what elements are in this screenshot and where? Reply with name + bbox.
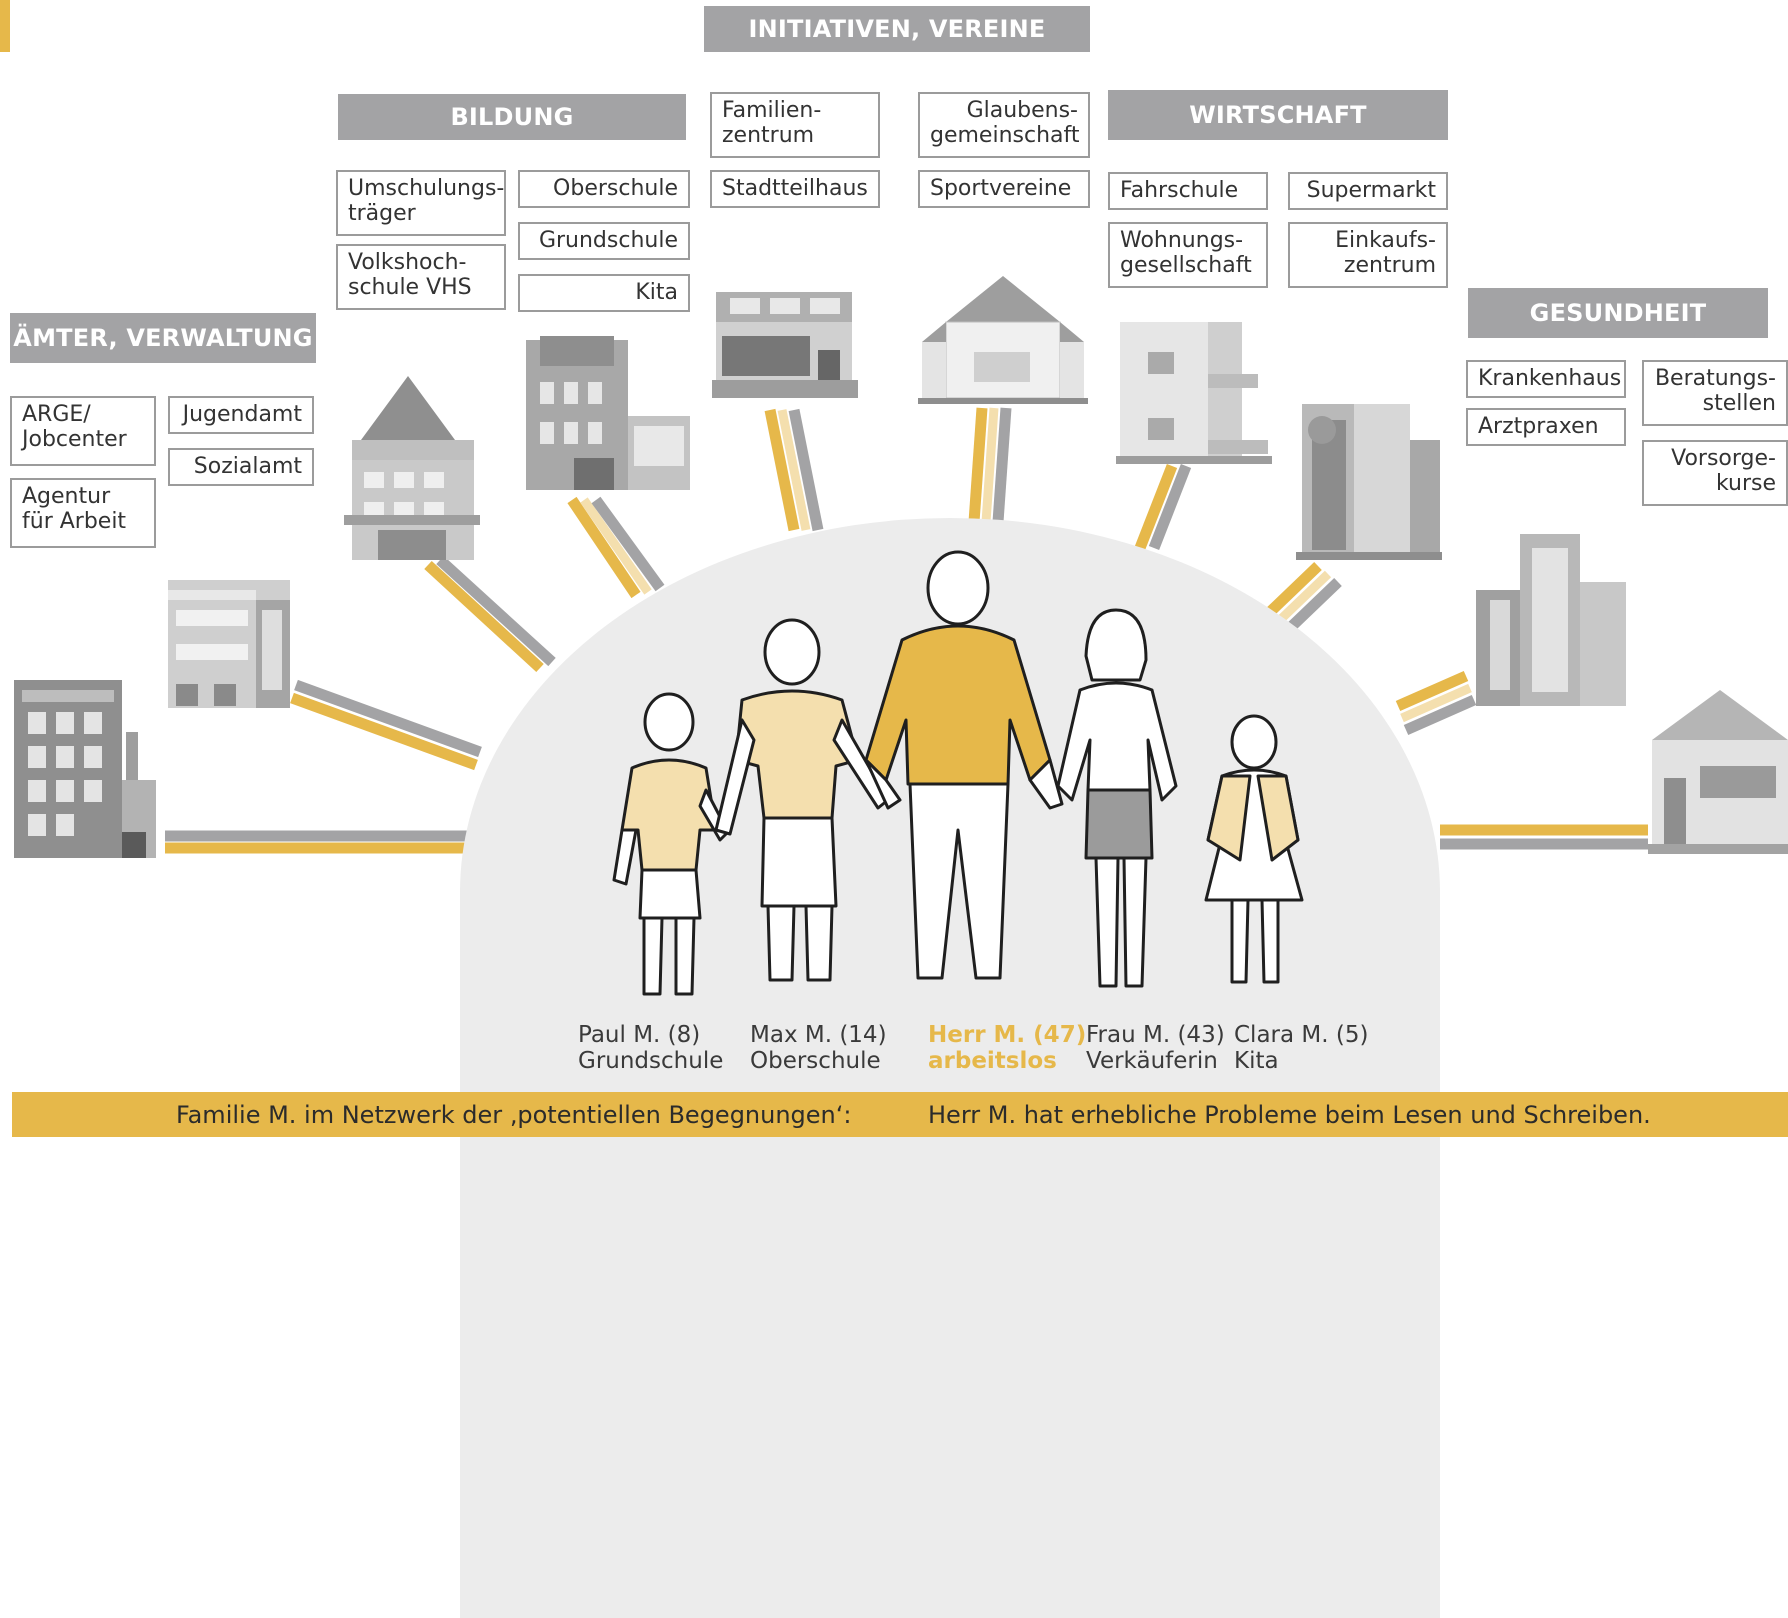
footer-right-text: Herr M. hat erhebliche Probleme beim Les… [928, 1101, 1651, 1129]
box-fahrschule: Fahrschule [1108, 172, 1268, 210]
family-figures [612, 550, 1304, 996]
person-clara-name: Clara M. (5) [1234, 1022, 1369, 1048]
hospital-building-icon [1476, 534, 1626, 706]
box-umschulungstraeger: Umschulungs- träger [336, 170, 506, 236]
box-sozialamt: Sozialamt [168, 448, 314, 486]
header-bildung: BILDUNG [338, 94, 686, 140]
box-supermarkt: Supermarkt [1288, 172, 1448, 210]
box-arge-jobcenter: ARGE/ Jobcenter [10, 396, 156, 466]
apartment-building-icon [1116, 322, 1272, 464]
header-wirtschaft: WIRTSCHAFT [1108, 90, 1448, 140]
office-building-icon [14, 680, 156, 858]
connector-lines [165, 407, 1648, 854]
box-beratungsstellen: Beratungs- stellen [1642, 360, 1788, 426]
shopping-center-icon [1296, 404, 1442, 560]
footer-banner: Familie M. im Netzwerk der ‚potentiellen… [12, 1092, 1788, 1137]
box-wohnungsgesellschaft: Wohnungs- gesellschaft [1108, 222, 1268, 288]
person-max-role: Oberschule [750, 1048, 881, 1074]
church-house-icon [918, 276, 1088, 404]
box-agentur-fuer-arbeit: Agentur für Arbeit [10, 478, 156, 548]
person-max: Max M. (14) Oberschule [750, 1022, 887, 1074]
person-clara-role: Kita [1234, 1048, 1279, 1074]
person-frau-m-name: Frau M. (43) [1086, 1022, 1225, 1048]
health-house-icon [1648, 690, 1788, 854]
person-herr-m-name: Herr M. (47) [928, 1022, 1087, 1048]
mother-frau-m-figure [1056, 608, 1178, 988]
box-einkaufszentrum: Einkaufs- zentrum [1288, 222, 1448, 288]
header-aemter: ÄMTER, VERWALTUNG [10, 313, 316, 363]
person-frau-m: Frau M. (43) Verkäuferin [1086, 1022, 1225, 1074]
box-krankenhaus: Krankenhaus [1466, 360, 1626, 398]
box-sportvereine: Sportvereine [918, 170, 1090, 208]
box-arztpraxen: Arztpraxen [1466, 408, 1626, 446]
school-house-icon [344, 376, 480, 560]
person-clara: Clara M. (5) Kita [1234, 1022, 1368, 1074]
person-paul-role: Grundschule [578, 1048, 724, 1074]
person-max-name: Max M. (14) [750, 1022, 887, 1048]
person-paul: Paul M. (8) Grundschule [578, 1022, 723, 1074]
box-volkshochschule: Volkshoch- schule VHS [336, 244, 506, 310]
box-glaubensgemeinschaft: Glaubens- gemeinschaft [918, 92, 1090, 158]
header-initiativen: INITIATIVEN, VEREINE [704, 6, 1090, 52]
person-frau-m-role: Verkäuferin [1086, 1048, 1218, 1074]
person-paul-name: Paul M. (8) [578, 1022, 701, 1048]
box-vorsorgekurse: Vorsorge- kurse [1642, 440, 1788, 506]
child-clara-figure [1204, 714, 1304, 984]
buildings [14, 276, 1788, 858]
school-building-icon [526, 336, 690, 490]
box-jugendamt: Jugendamt [168, 396, 314, 434]
father-herr-m-figure [864, 550, 1064, 980]
person-herr-m-role: arbeitslos [928, 1048, 1057, 1074]
agency-building-icon [168, 580, 290, 708]
box-familienzentrum: Familien- zentrum [710, 92, 880, 158]
corner-accent [0, 0, 10, 52]
community-house-icon [712, 292, 858, 398]
box-kita: Kita [518, 274, 690, 312]
child-paul-figure [612, 692, 730, 996]
person-herr-m: Herr M. (47) arbeitslos [928, 1022, 1086, 1074]
teen-max-figure [714, 618, 890, 982]
footer-left-text: Familie M. im Netzwerk der ‚potentiellen… [176, 1101, 852, 1129]
box-grundschule: Grundschule [518, 222, 690, 260]
header-gesundheit: GESUNDHEIT [1468, 288, 1768, 338]
box-oberschule: Oberschule [518, 170, 690, 208]
box-stadtteilhaus: Stadtteilhaus [710, 170, 880, 208]
